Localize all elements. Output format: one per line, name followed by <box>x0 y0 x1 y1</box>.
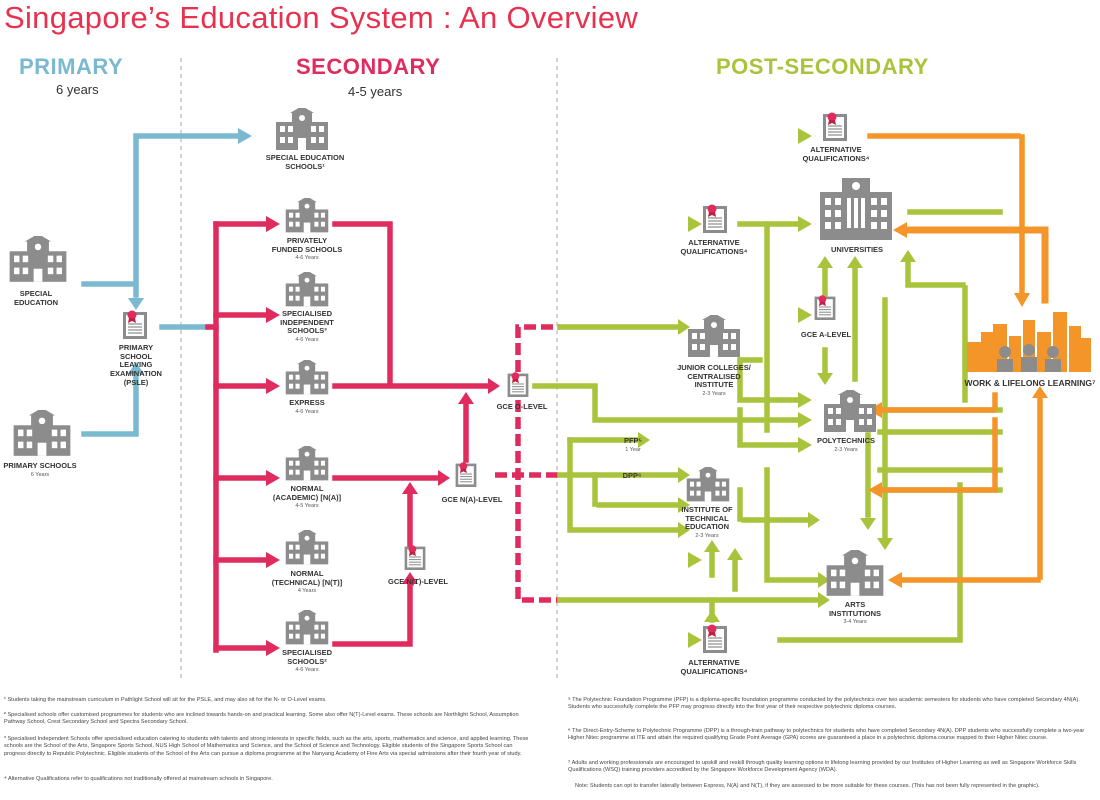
specialised-independent-icon <box>282 272 332 308</box>
footnote-5: ⁵ The Polytechnic Foundation Programme (… <box>568 697 1080 711</box>
polytechnics-icon <box>820 390 880 434</box>
footnote-3: ³ Specialised Independent Schools offer … <box>4 736 529 757</box>
normal-technical-icon <box>282 530 332 566</box>
normal-technical-label: NORMAL (TECHNICAL) [N(T)]4 Years <box>271 569 343 595</box>
special-education-icon <box>4 236 72 284</box>
alt-qual-bottom-label: ALTERNATIVE QUALIFICATIONS⁴ <box>680 658 748 676</box>
express-icon <box>282 360 332 396</box>
universities-label: UNIVERSITIES <box>830 245 884 254</box>
city-skyline-icon <box>967 312 1091 372</box>
primary-schools-icon <box>8 410 76 458</box>
gce-nt-level-icon <box>402 543 428 571</box>
gce-na-level-label: GCE N(A)-LEVEL <box>441 495 503 504</box>
alt-qual-bottom-icon <box>700 622 730 654</box>
footnote-6: ⁶ The Direct-Entry-Scheme to Polytechnic… <box>568 728 1085 742</box>
stage-primary-heading: PRIMARY <box>19 54 124 79</box>
footnote-7: ⁷ Adults and working professionals are e… <box>568 760 1077 774</box>
universities-icon <box>816 172 896 242</box>
alt-qual-top-label: ALTERNATIVE QUALIFICATIONS⁴ <box>802 145 870 163</box>
stage-secondary-heading: SECONDARY <box>296 54 441 79</box>
work-lifelong-label: WORK & LIFELONG LEARNING⁷ <box>964 378 1096 388</box>
footnote-2: ² Specialised schools offer customised p… <box>4 712 519 726</box>
arts-institutions-icon <box>822 550 888 598</box>
psle-label: PRIMARY SCHOOL LEAVING EXAMINATION (PSLE… <box>110 343 162 387</box>
page-title: Singapore’s Education System : An Overvi… <box>4 0 639 35</box>
footnote-1: ¹ Students taking the mainstream curricu… <box>4 697 327 703</box>
stage-post-secondary-heading: POST-SECONDARY <box>716 54 929 79</box>
gce-na-level-icon <box>453 460 479 488</box>
ite-icon <box>683 467 733 503</box>
alt-qual-mid-icon <box>700 202 730 234</box>
special-ed-schools-icon <box>272 108 332 152</box>
gce-nt-level-label: GCE N(T)-LEVEL <box>388 577 448 586</box>
footnote-4: ⁴ Alternative Qualifications refer to qu… <box>4 776 273 782</box>
psle-certificate-icon <box>120 308 150 340</box>
stage-primary-duration: 6 years <box>56 82 99 97</box>
gce-o-level-icon <box>505 370 531 398</box>
gce-a-level-icon <box>812 293 838 321</box>
special-education-label: SPECIAL EDUCATION <box>13 289 59 307</box>
stage-secondary-duration: 4-5 years <box>348 84 403 99</box>
privately-funded-icon <box>282 198 332 234</box>
footnote-note: Note: Students can opt to transfer later… <box>575 783 1040 789</box>
normal-academic-icon <box>282 446 332 482</box>
specialised-schools-icon <box>282 610 332 646</box>
junior-colleges-icon <box>684 315 744 359</box>
special-ed-schools-label: SPECIAL EDUCATION SCHOOLS¹ <box>265 153 345 171</box>
normal-academic-label: NORMAL (ACADEMIC) [N(A)]4-5 Years <box>272 484 342 510</box>
dpp-label: DPP⁶ <box>622 471 642 480</box>
alt-qual-mid-label: ALTERNATIVE QUALIFICATIONS⁴ <box>680 238 748 256</box>
gce-a-level-label: GCE A-LEVEL <box>800 330 852 339</box>
gce-o-level-label: GCE O-LEVEL <box>496 402 548 411</box>
alt-qual-top-icon <box>820 110 850 142</box>
